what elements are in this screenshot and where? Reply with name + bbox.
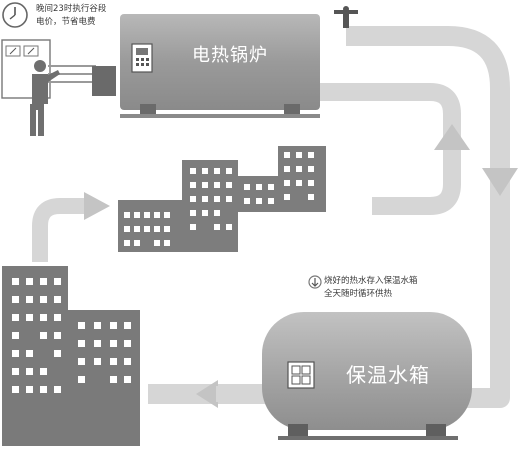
faucet-icon — [334, 6, 358, 28]
lower-buildings — [2, 266, 140, 446]
note-top-line2: 电价，节省电费 — [36, 17, 96, 27]
flow-arrow-up — [434, 124, 470, 150]
tank-control-icon — [287, 361, 315, 389]
return-pipe — [320, 83, 461, 215]
tank-label: 保温水箱 — [346, 363, 430, 387]
flow-arrow-left — [196, 380, 268, 408]
note-top-line1: 晚间23时执行谷段 — [36, 4, 107, 14]
clock-icon — [2, 2, 28, 28]
storage-tank — [262, 312, 472, 440]
upper-buildings — [118, 146, 326, 252]
upper-building-windows — [124, 152, 314, 246]
boiler-label: 电热锅炉 — [192, 45, 268, 66]
note-mid-line2: 全天随时循环供热 — [324, 289, 393, 299]
electric-boiler — [120, 14, 320, 118]
down-arrow-icon — [308, 275, 322, 289]
flow-arrow-to-buildings — [32, 192, 110, 262]
note-mid-line1: 烧好的热水存入保温水箱 — [324, 276, 418, 286]
flow-arrow-down — [482, 168, 518, 196]
lower-building-windows — [12, 278, 131, 393]
junction-box — [92, 66, 116, 96]
control-panel-icon — [131, 43, 153, 73]
person-icon — [30, 60, 60, 136]
